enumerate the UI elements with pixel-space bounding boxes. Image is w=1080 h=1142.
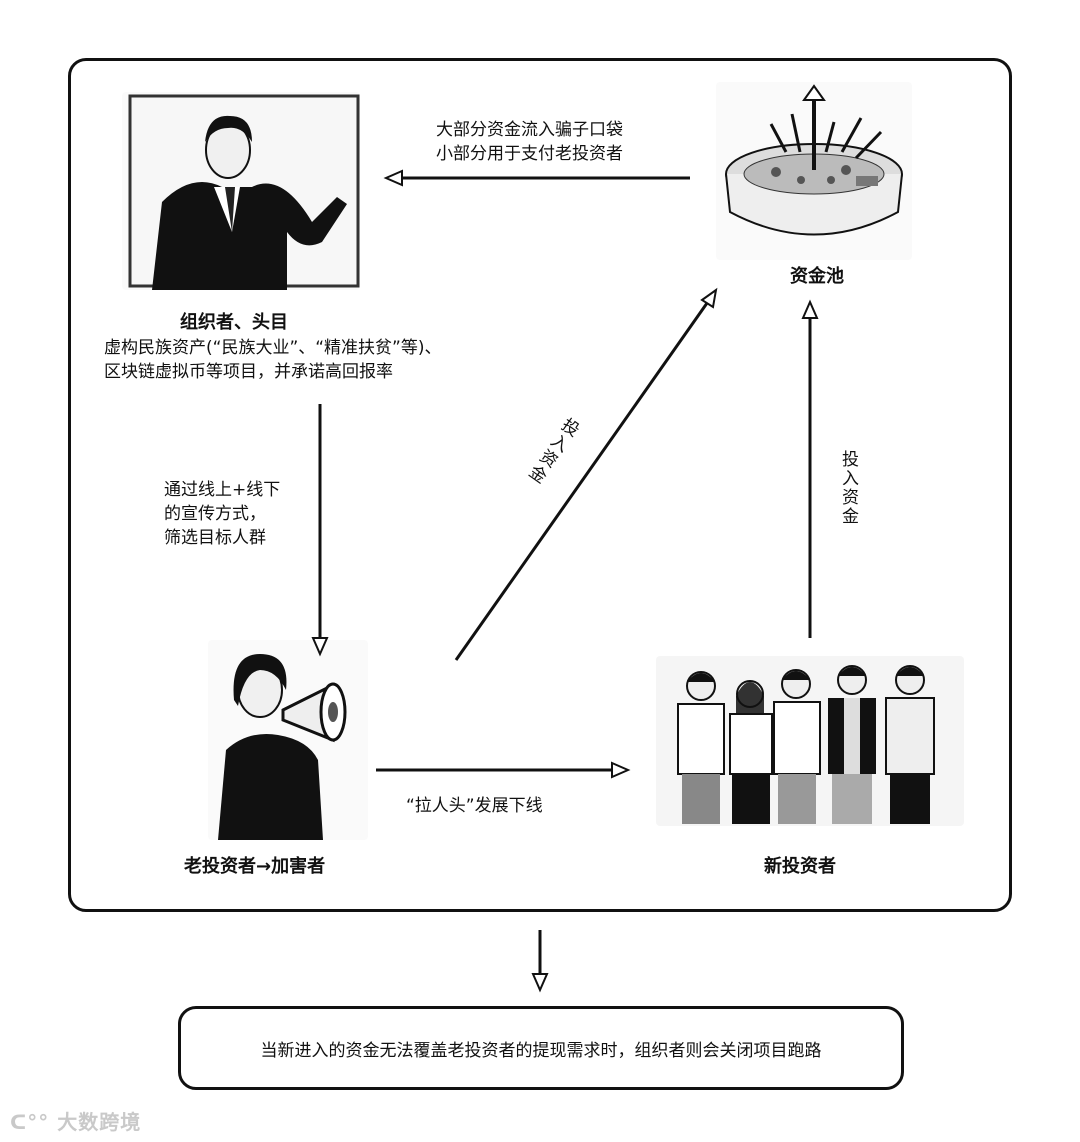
diagram-frame	[68, 58, 1012, 912]
organizer-title: 组织者、头目	[180, 312, 288, 333]
old-investor-title: 老投资者→加害者	[184, 856, 326, 877]
old-to-new-label: “拉人头”发展下线	[406, 796, 543, 816]
watermark-logo-icon: ᑕ°°	[10, 1110, 58, 1134]
watermark-text: 大数跨境	[57, 1110, 142, 1134]
new-investors-illustration	[656, 656, 964, 826]
megaphone-woman-icon	[218, 654, 347, 840]
pool-to-organizer-line2: 小部分用于支付老投资者	[436, 144, 623, 164]
organizer-desc-line2: 区块链虚拟币等项目，并承诺高回报率	[104, 362, 393, 382]
organizer-to-old-line3: 筛选目标人群	[164, 528, 266, 548]
people-group-icon	[677, 665, 935, 824]
new-investor-title: 新投资者	[764, 856, 836, 877]
watermark: ᑕ°° 大数跨境	[10, 1106, 141, 1135]
conclusion-text: 当新进入的资金无法覆盖老投资者的提现需求时，组织者则会关闭项目跑路	[260, 1040, 822, 1061]
conclusion-box: 当新进入的资金无法覆盖老投资者的提现需求时，组织者则会关闭项目跑路	[178, 1006, 904, 1090]
fund-pool-illustration	[716, 82, 912, 260]
organizer-desc-line1: 虚构民族资产(“民族大业”、“精准扶贫”等)、	[104, 338, 442, 358]
organizer-to-old-line2: 的宣传方式，	[164, 504, 266, 524]
money-pot-icon	[725, 84, 903, 236]
old-investor-illustration	[208, 640, 368, 840]
organizer-illustration	[122, 92, 360, 290]
organizer-to-old-line1: 通过线上+线下	[164, 480, 281, 500]
fund-pool-title: 资金池	[790, 266, 844, 287]
pool-to-organizer-line1: 大部分资金流入骗子口袋	[436, 120, 623, 140]
new-to-pool-label: 投入资金	[838, 450, 858, 526]
man-pointing-icon	[128, 94, 360, 290]
